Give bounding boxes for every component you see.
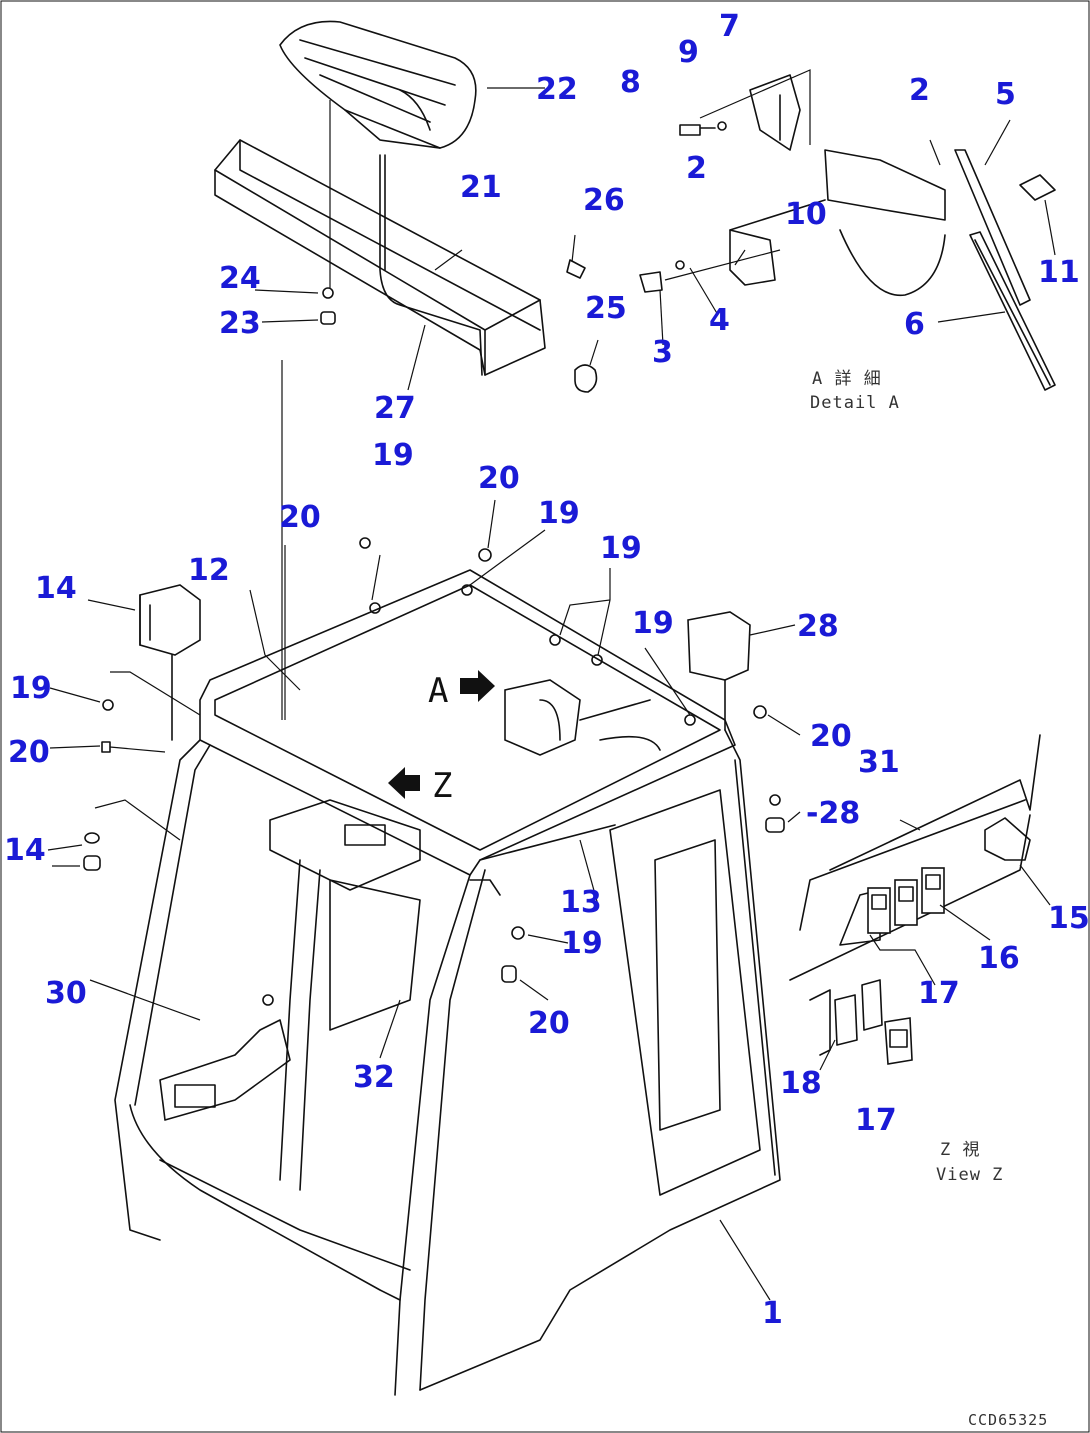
- callout-25: 25: [585, 291, 627, 326]
- glass-outline: [839, 229, 946, 297]
- callout-24: 24: [219, 261, 261, 296]
- callout-11: 11: [1038, 255, 1080, 290]
- callout-15: 15: [1048, 901, 1090, 936]
- view-a-arrow: [460, 670, 495, 702]
- bolt-3: [639, 271, 663, 293]
- grommet-25: [574, 364, 598, 393]
- callout-6: 6: [904, 307, 925, 342]
- callout-23: 23: [219, 306, 261, 341]
- callout-21: 21: [460, 170, 502, 205]
- washer-4: [675, 260, 685, 270]
- callout-30: 30: [45, 976, 87, 1011]
- work-lamp-right-part: [687, 611, 751, 731]
- callout-19-b: 19: [538, 496, 580, 531]
- leader-lines: [47, 87, 1056, 1301]
- callout-20-a: 20: [478, 461, 520, 496]
- callout-19-d: 19: [632, 606, 674, 641]
- callout-27: 27: [374, 391, 416, 426]
- callout-13: 13: [560, 885, 602, 920]
- washer-24: [322, 287, 334, 299]
- callout-20-d: 20: [8, 735, 50, 770]
- callout-1: 1: [762, 1296, 783, 1331]
- callout-labels: 1 2 2 3 4 5 6 7 8 9 10 11 12 13 14 14 15…: [4, 9, 1090, 1331]
- callout-5: 5: [995, 77, 1016, 112]
- callout-9: 9: [678, 35, 699, 70]
- callout-28-a: 28: [797, 609, 839, 644]
- overhead-panel-part: [269, 799, 421, 891]
- callout-28-b: -28: [806, 796, 860, 831]
- callout-12: 12: [188, 553, 230, 588]
- callout-19-a: 19: [372, 438, 414, 473]
- washer-nozzle-part: [1019, 174, 1056, 201]
- callout-26: 26: [583, 183, 625, 218]
- wire-harness-part: [379, 154, 483, 376]
- callout-14-b: 14: [4, 833, 46, 868]
- callout-18: 18: [780, 1066, 822, 1101]
- view-z-arrow: [388, 767, 420, 799]
- callout-22: 22: [536, 72, 578, 107]
- bolt-26: [566, 259, 586, 279]
- wiper-arm-part: [954, 149, 1031, 306]
- callout-20-e: 20: [528, 1006, 570, 1041]
- wiper-blade-part: [969, 231, 1056, 391]
- washer-9: [717, 121, 727, 131]
- detail-a-jp: A 詳 細: [812, 369, 882, 389]
- detail-a-en: Detail A: [810, 393, 900, 413]
- roof-beacon-part: [504, 679, 661, 756]
- roof-beam-part: [214, 139, 546, 376]
- rotating-beacon-part: [279, 20, 477, 149]
- nut-23: [320, 311, 336, 325]
- callout-32: 32: [353, 1060, 395, 1095]
- callout-17-a: 17: [918, 976, 960, 1011]
- callout-2-a: 2: [909, 73, 930, 108]
- callout-19-e: 19: [10, 671, 52, 706]
- work-lamp-left-part: [139, 584, 201, 741]
- cab-body-part: [114, 569, 781, 1396]
- callout-19-c: 19: [600, 531, 642, 566]
- bolt-8: [679, 124, 716, 136]
- view-z-jp: Z 視: [940, 1140, 980, 1160]
- drawing-code: CCD65325: [968, 1411, 1048, 1429]
- callout-17-b: 17: [855, 1103, 897, 1138]
- callout-4: 4: [709, 303, 730, 338]
- callout-31: 31: [858, 745, 900, 780]
- callout-8: 8: [620, 65, 641, 100]
- callout-20-c: 20: [810, 719, 852, 754]
- wiper-bracket-part: [749, 74, 801, 151]
- console-part: [159, 994, 291, 1121]
- callout-3: 3: [652, 335, 673, 370]
- wiper-motor-part: [729, 149, 946, 286]
- callout-10: 10: [785, 197, 827, 232]
- callout-19-f: 19: [561, 926, 603, 961]
- callout-16: 16: [978, 941, 1020, 976]
- callout-14-a: 14: [35, 571, 77, 606]
- view-marker-a: A: [428, 671, 449, 711]
- callout-2-b: 2: [686, 151, 707, 186]
- view-marker-z: Z: [432, 766, 453, 806]
- switch-panel-part: [789, 734, 1041, 1065]
- callout-7: 7: [719, 9, 740, 44]
- callout-20-b: 20: [279, 500, 321, 535]
- view-z-en: View Z: [936, 1165, 1003, 1185]
